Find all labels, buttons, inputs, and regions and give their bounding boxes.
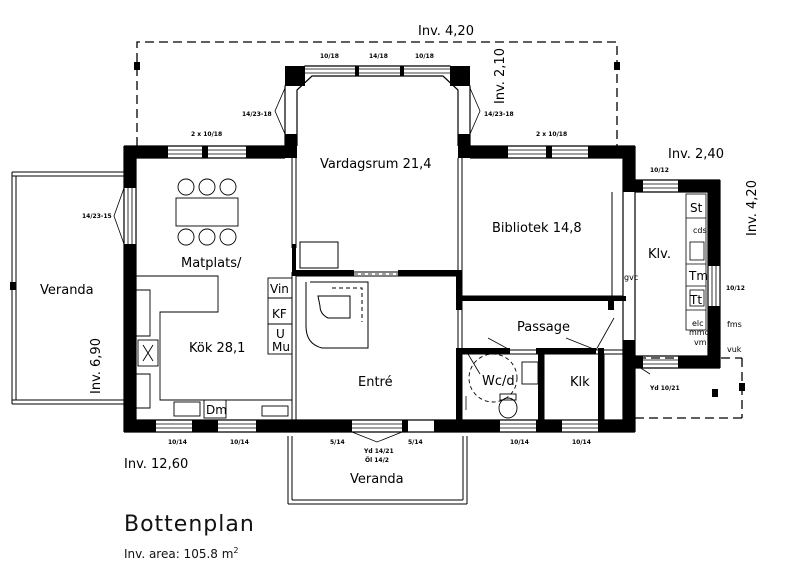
fixture-vuk: vuk: [727, 345, 742, 354]
window-kitchen-top: 2 x 10/18: [191, 131, 222, 138]
terrace-posts: [134, 62, 745, 397]
room-klv: Klv.: [648, 247, 671, 262]
window-klv-top: 10/12: [650, 167, 669, 174]
fixture-u: U: [276, 327, 285, 341]
fixture-st: St: [690, 201, 703, 215]
klv-shelves: [685, 193, 707, 331]
room-wc: Wc/d: [482, 374, 515, 389]
dining-table: [175, 178, 239, 246]
window-klv-right: 10/12: [726, 285, 745, 292]
interior-wall-blocks: [292, 244, 626, 420]
window-library-top: 2 x 10/18: [536, 131, 567, 138]
dim-right-side: Inv. 4,20: [745, 180, 760, 236]
window-bay-right: 14/23-18: [484, 111, 514, 118]
fixture-tt: Tt: [689, 293, 702, 307]
terrace-outline: [136, 41, 743, 419]
window-bay-left: 14/23-18: [242, 111, 272, 118]
flow-arrows: [457, 192, 467, 410]
fixture-mu: Mu: [272, 340, 290, 354]
fixture-kf: KF: [272, 307, 287, 321]
window-bottom-2: 10/14: [230, 439, 249, 446]
room-veranda-bottom: Veranda: [350, 472, 404, 487]
door-klv-label: Yd 10/21: [649, 385, 680, 392]
window-entre-2: 5/14: [408, 439, 423, 446]
window-bottom-3: 10/14: [510, 439, 529, 446]
room-passage: Passage: [517, 320, 570, 335]
fixture-mmc: mmc: [689, 328, 709, 337]
windows: [127, 68, 717, 429]
fixture-vm: vm: [694, 338, 707, 347]
doors: [291, 273, 651, 375]
window-bay-3: 10/18: [415, 53, 434, 60]
fixture-cds: cds: [693, 226, 707, 235]
dim-top: Inv. 4,20: [418, 24, 474, 39]
wall-blocks: [124, 66, 720, 432]
plan-title: Bottenplan: [124, 512, 255, 537]
veranda-bottom: [287, 436, 468, 505]
room-klk: Klk: [570, 375, 590, 390]
room-kok: Kök 28,1: [189, 341, 245, 356]
window-bottom-4: 10/14: [572, 439, 591, 446]
room-vardagsrum: Vardagsrum 21,4: [320, 157, 432, 172]
dim-right-top: Inv. 2,40: [668, 147, 724, 162]
dim-bay: Inv. 2,10: [493, 48, 508, 104]
veranda-left: [10, 171, 124, 405]
fixture-tm: Tm: [688, 269, 708, 283]
fixture-vin: Vin: [270, 282, 289, 296]
room-bibliotek: Bibliotek 14,8: [492, 221, 582, 236]
dim-bottom: Inv. 12,60: [124, 457, 188, 472]
fixture-dm: Dm: [206, 403, 227, 417]
fireplace: [299, 241, 369, 349]
kitchen-counters: [136, 275, 293, 419]
window-bottom-1: 10/14: [168, 439, 187, 446]
fixture-elc: elc: [692, 319, 704, 328]
fixture-fms: fms: [727, 320, 742, 329]
plan-area-unit: 2: [233, 546, 239, 555]
door-main-label-2: Öl 14/2: [365, 457, 389, 464]
plan-area: Inv. area: 105.8 m2: [124, 546, 239, 561]
window-kitchen-left: 14/23-15: [82, 213, 112, 220]
room-matplats: Matplats/: [181, 256, 242, 271]
window-swings: [113, 87, 481, 443]
window-entre-1: 5/14: [330, 439, 345, 446]
dim-left-side: Inv. 6,90: [89, 338, 104, 394]
room-entre: Entré: [358, 375, 393, 390]
room-veranda-left: Veranda: [40, 283, 94, 298]
wc-fixtures: [468, 353, 539, 419]
window-bay-2: 14/18: [369, 53, 388, 60]
plan-area-label: Inv. area: 105.8 m: [124, 547, 234, 561]
window-bay-1: 10/18: [320, 53, 339, 60]
fixture-gvc: gvc: [624, 273, 638, 282]
door-main-label: Yd 14/21: [363, 448, 394, 455]
